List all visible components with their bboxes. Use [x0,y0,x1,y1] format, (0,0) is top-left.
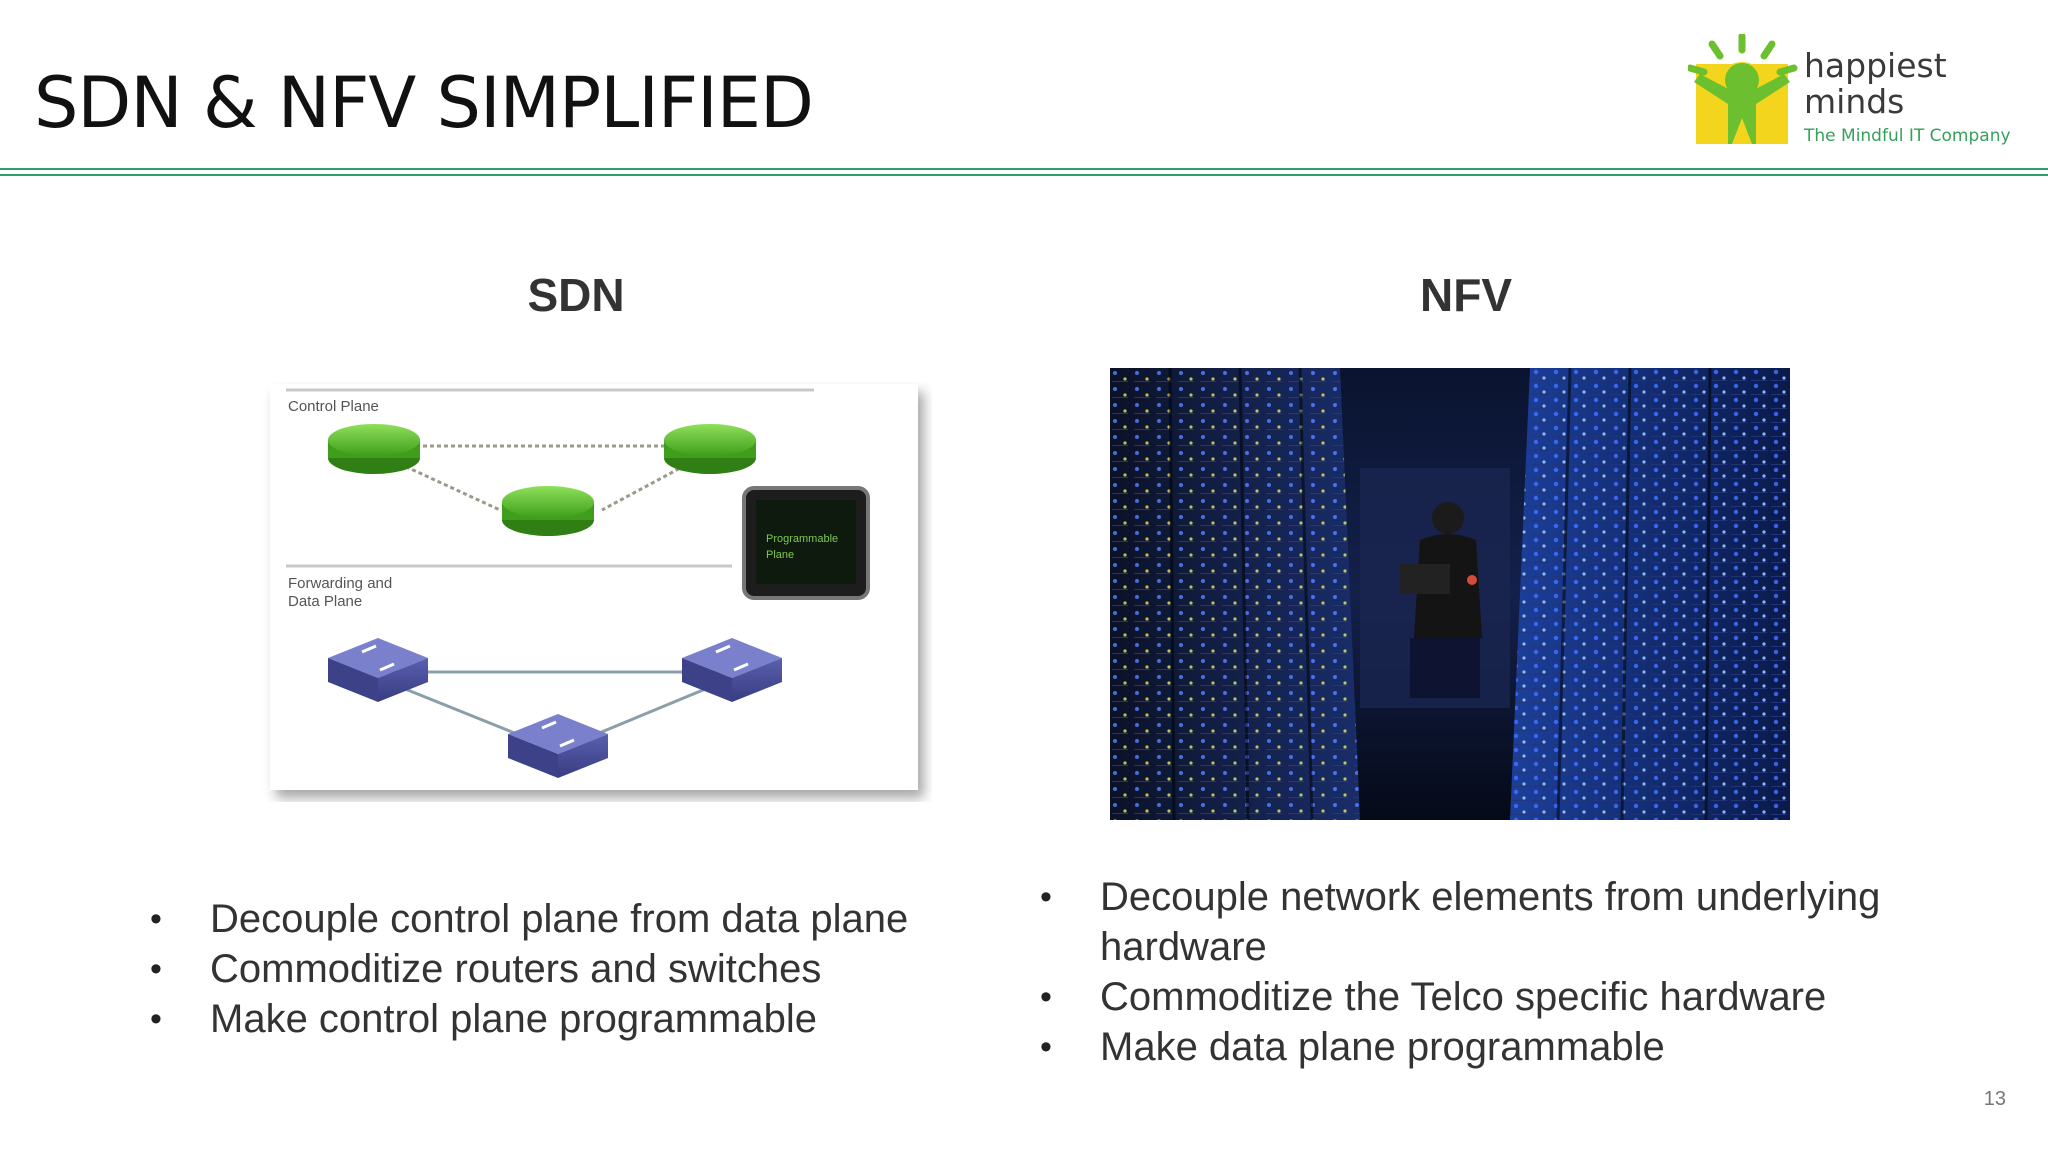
logo-word-minds: minds [1804,82,1905,121]
sdn-bullet: Commoditize routers and switches [150,944,970,994]
control-plane-label: Control Plane [288,398,379,415]
data-center-photo [1110,368,1790,820]
sdn-bullet: Decouple control plane from data plane [150,894,970,944]
slide-title: SDN & NFV SIMPLIFIED [34,62,814,144]
happiest-minds-logo: happiest minds The Mindful IT Company [1688,34,2028,152]
logo-tagline: The Mindful IT Company [1804,126,2011,146]
title-divider-top [0,168,2048,170]
logo-word-happiest: happiest [1804,46,1947,85]
controller-router-1 [328,424,420,474]
sdn-heading: SDN [527,269,625,321]
switch-2 [682,638,782,702]
title-divider-bottom [0,174,2048,176]
switch-3 [508,714,608,778]
controller-label-line1: Programmable [766,533,838,545]
technician-figure [1400,502,1482,698]
sdn-bullet: Make control plane programmable [150,994,970,1044]
controller-label-line2: Plane [766,549,794,561]
controller-router-3 [502,486,594,536]
switch-1 [328,638,428,702]
forwarding-plane-label-line1: Forwarding and [288,575,392,592]
page-number: 13 [1983,1088,2006,1110]
nfv-bullet: Commoditize the Telco specific hardware [1040,972,1940,1022]
sdn-network-diagram: Control Plane Programmable Plane Forward… [270,384,918,790]
sdn-bullet-list: Decouple control plane from data plane C… [150,894,970,1044]
nfv-bullet-list: Decouple network elements from underlyin… [1040,872,1940,1072]
logo-sun-figure-icon [1688,34,1798,144]
nfv-heading: NFV [1420,269,1512,321]
forwarding-plane-label-line2: Data Plane [288,593,362,610]
nfv-bullet: Make data plane programmable [1040,1022,1940,1072]
controller-router-2 [664,424,756,474]
programmable-controller-box: Programmable Plane [742,486,870,600]
nfv-bullet: Decouple network elements from underlyin… [1040,872,1940,972]
